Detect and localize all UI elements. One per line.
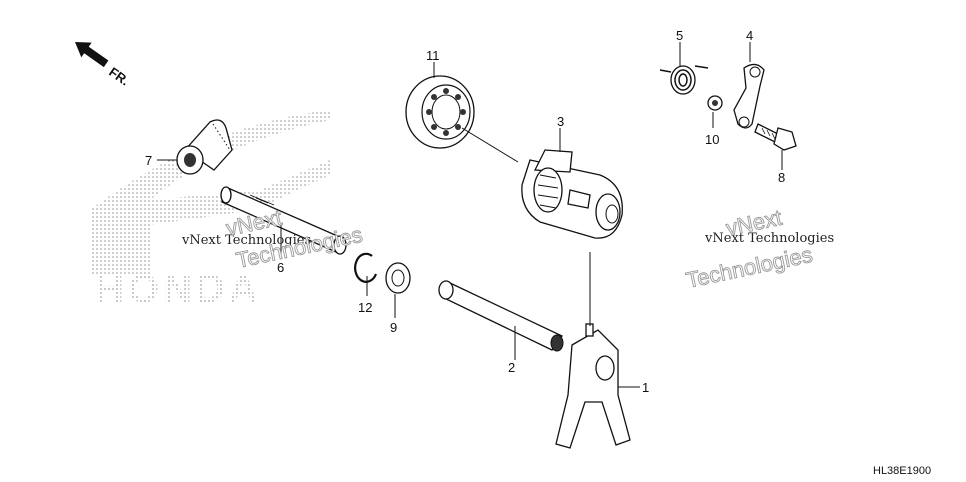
callout-2: 2 — [508, 360, 515, 375]
watermark-left-line: vNext Technologies — [181, 233, 311, 248]
callout-9: 9 — [390, 320, 397, 335]
part-4-stopper-arm — [733, 63, 765, 129]
callout-11: 11 — [426, 48, 440, 63]
callout-3: 3 — [557, 114, 564, 129]
callout-5: 5 — [676, 28, 683, 43]
part-1-shift-fork — [555, 323, 631, 449]
part-12-circlip — [354, 252, 378, 283]
callout-7: 7 — [145, 153, 152, 168]
part-10-collar — [707, 95, 723, 111]
honda-logo-text: HONDA — [95, 267, 262, 311]
direction-label: FR. — [106, 64, 132, 88]
callout-12: 12 — [358, 300, 372, 315]
watermark-right-line: vNext Technologies — [704, 231, 834, 246]
part-6-shift-shaft — [220, 186, 347, 255]
part-8-bolt — [754, 123, 797, 151]
callout-10: 10 — [705, 132, 719, 147]
part-3-shift-drum — [521, 149, 623, 239]
figure-code: HL38E1900 — [873, 465, 931, 477]
part-2-fork-shaft — [438, 280, 564, 352]
part-9-washer — [385, 262, 411, 294]
leader-lines — [157, 42, 783, 388]
watermark-right-technologies: Technologies — [684, 242, 815, 293]
part-7-shift-arm — [176, 119, 233, 175]
front-arrow-icon — [75, 42, 109, 68]
callout-1: 1 — [642, 380, 649, 395]
callout-4: 4 — [746, 28, 753, 43]
part-11-bearing — [405, 75, 475, 149]
honda-wing-watermark — [90, 110, 330, 275]
part-5-spring — [659, 65, 709, 95]
callout-6: 6 — [277, 260, 284, 275]
callout-8: 8 — [778, 170, 785, 185]
